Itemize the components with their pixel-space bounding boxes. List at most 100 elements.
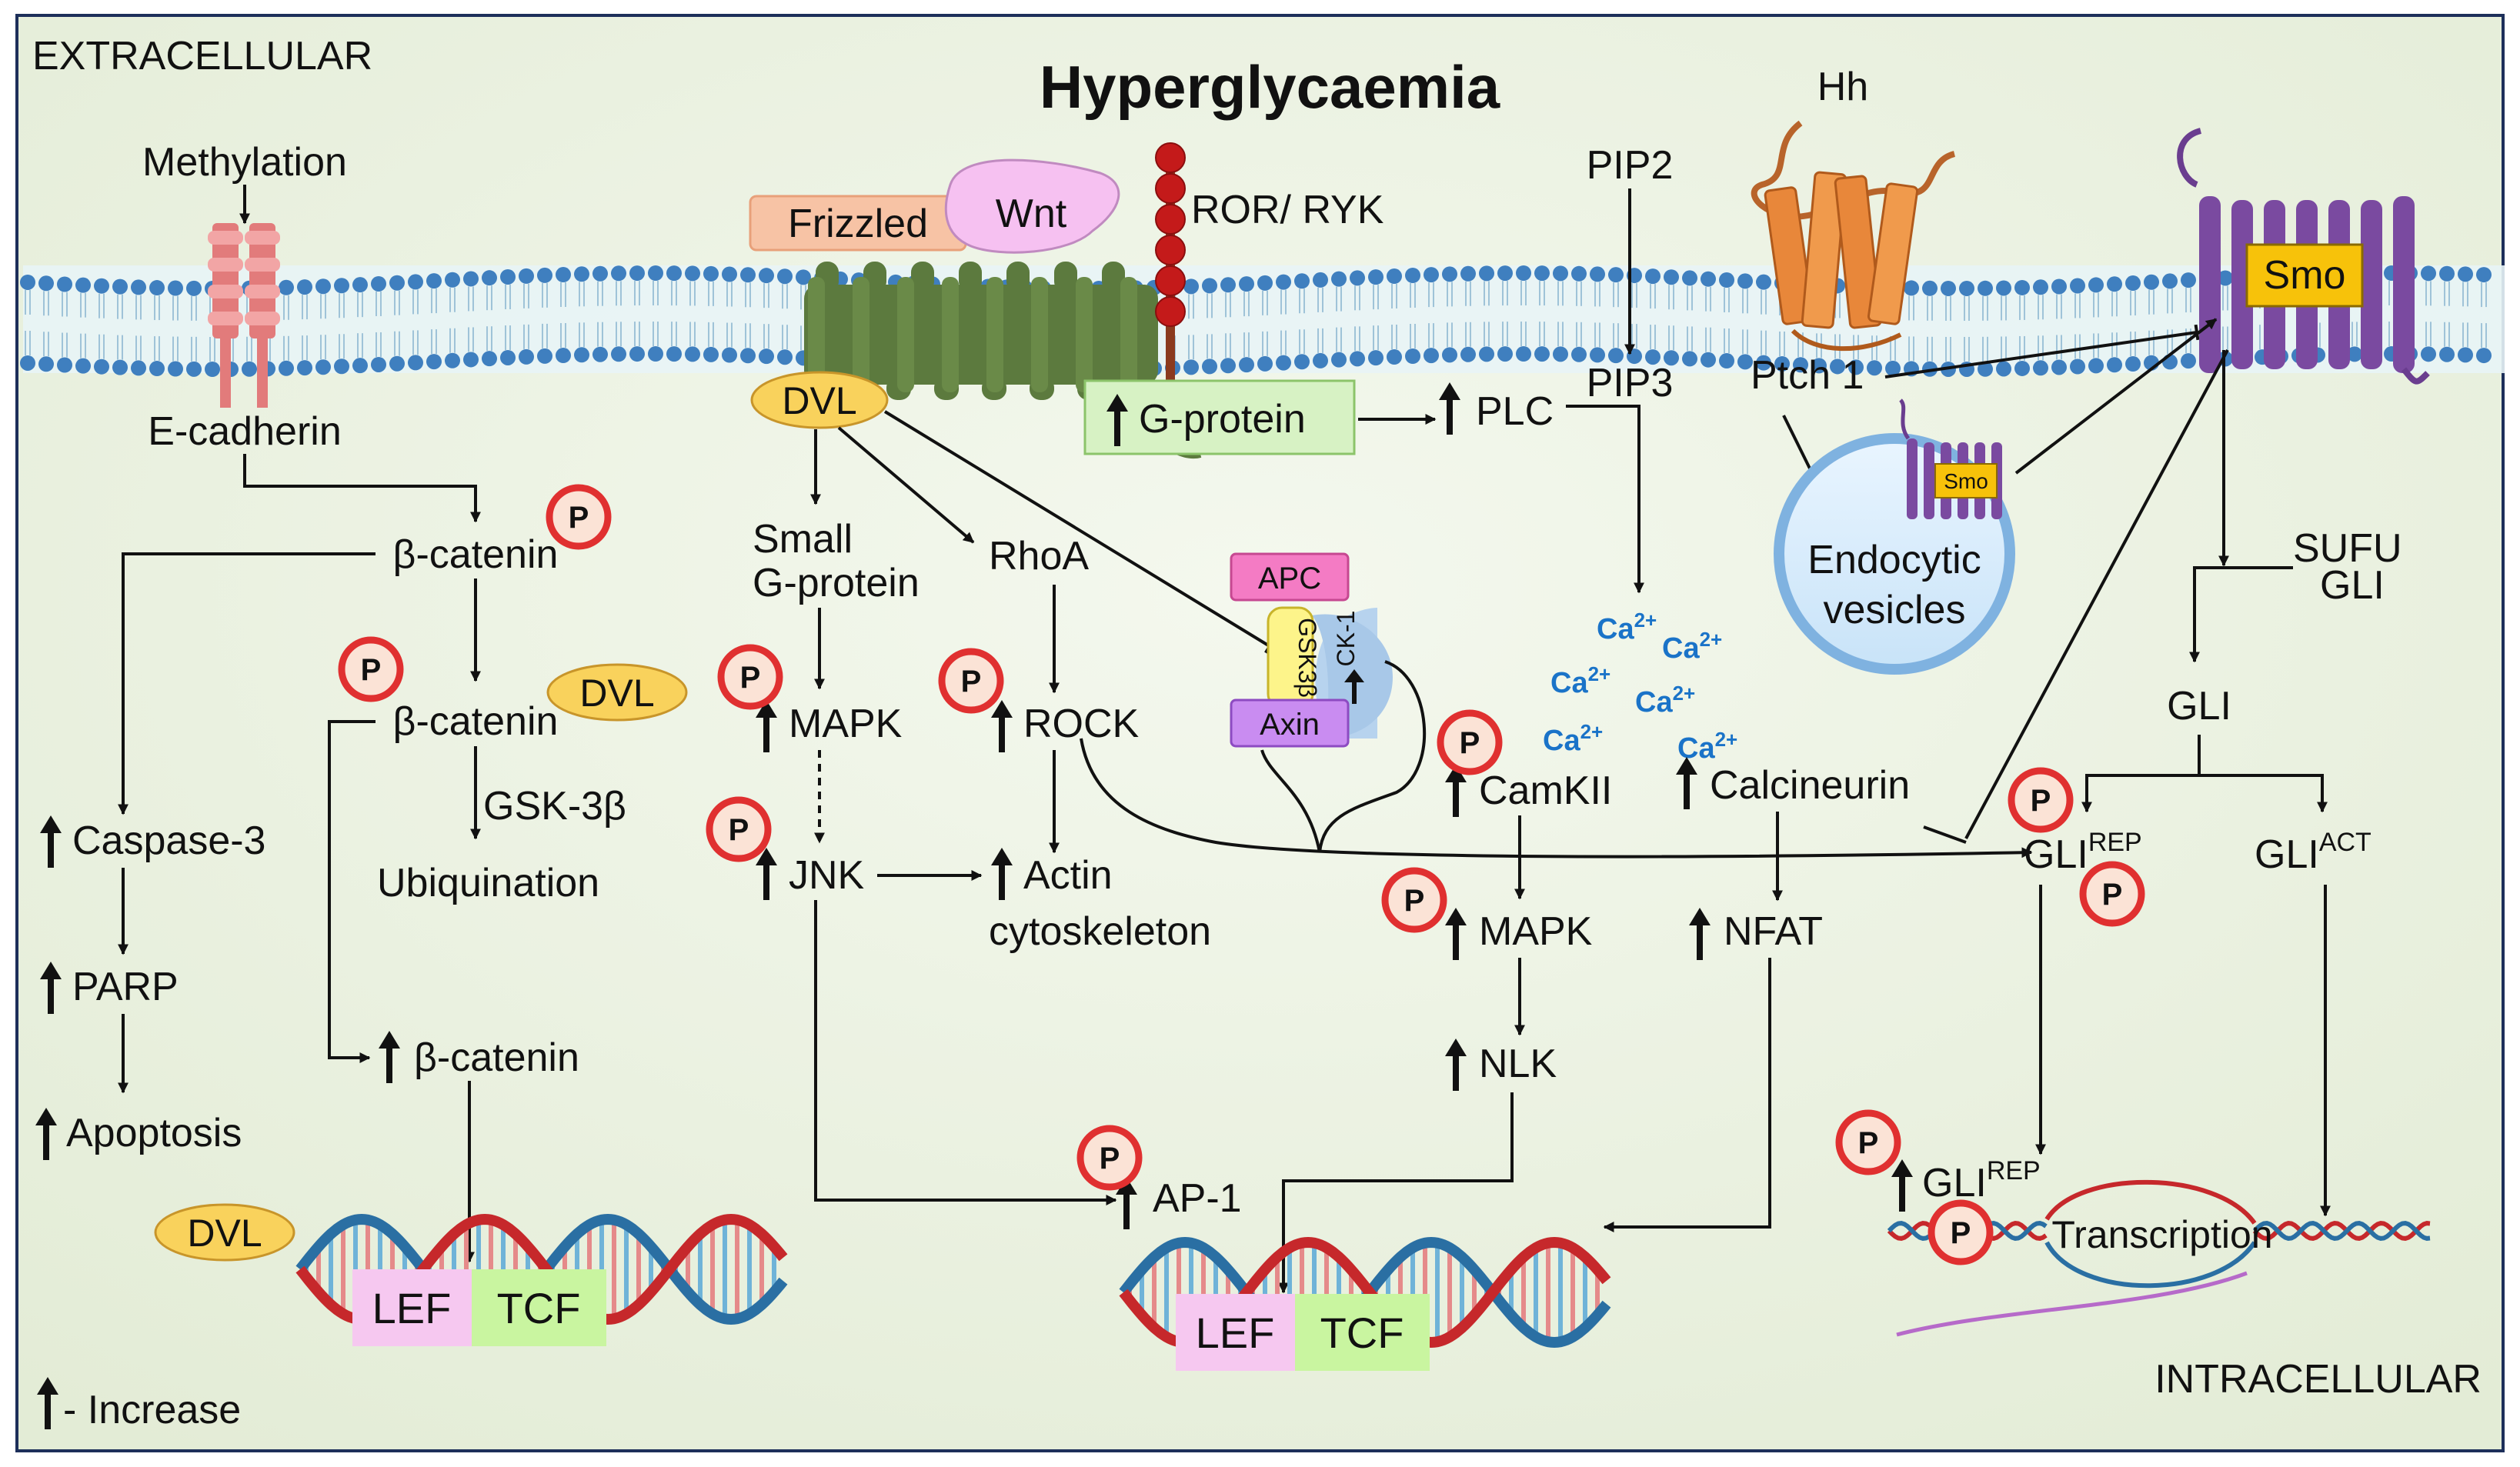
lipid-head	[186, 361, 202, 377]
camkii-label: CamKII	[1479, 769, 1612, 813]
lipid-head	[279, 360, 294, 376]
lipid-head	[1571, 346, 1587, 362]
dvl-membrane-label: DVL	[782, 379, 856, 422]
lipid-head	[648, 346, 663, 362]
lipid-head	[2439, 265, 2455, 282]
nfat-increase-icon	[1689, 908, 1711, 960]
lipid-head	[131, 360, 146, 376]
lipid-head	[1257, 355, 1273, 372]
phospho-label: P	[569, 501, 589, 535]
g-protein-increase-icon	[1106, 394, 1128, 446]
gli-rep-label-2: GLIREP	[1922, 1156, 2041, 1205]
e-cadherin-label: E-cadherin	[148, 409, 341, 454]
lipid-head	[1590, 266, 1605, 282]
lipid-head	[500, 349, 516, 365]
lipid-head	[1387, 349, 1402, 365]
lipid-head	[777, 268, 793, 285]
phospho-marker	[706, 796, 772, 862]
frizzled-loop	[911, 262, 934, 292]
lipid-head	[1183, 359, 1199, 375]
hh-ligand	[1751, 120, 1956, 220]
dvl-membrane	[750, 371, 889, 429]
lipid-head	[685, 346, 700, 362]
lipid-head	[574, 266, 589, 282]
lipid-head	[1479, 346, 1494, 362]
lipid-head	[75, 358, 91, 374]
lipid-head	[297, 279, 312, 295]
lipid-head	[2051, 278, 2067, 295]
ck1-arrow-icon	[1344, 669, 1364, 704]
cell-membrane	[20, 265, 2505, 377]
mapk-label-1: MAPK	[789, 702, 903, 746]
lipid-head	[1867, 360, 1882, 376]
lipid-head	[131, 279, 146, 295]
phospho-marker	[717, 644, 783, 710]
lipid-head	[1202, 358, 1217, 375]
lipid-head	[1571, 265, 1587, 282]
lipid-head	[20, 274, 35, 290]
tcf-box-1	[472, 1269, 606, 1346]
lipid-head	[1978, 361, 1993, 377]
tcf-label-2: TCF	[1320, 1309, 1404, 1357]
lipid-head	[1645, 268, 1661, 285]
lipid-head	[2181, 272, 2196, 288]
nlk-increase-icon	[1445, 1039, 1467, 1091]
phospho-marker	[938, 648, 1004, 714]
phospho-marker	[1381, 867, 1447, 933]
lipid-head	[389, 355, 405, 372]
apoptosis-increase-icon	[35, 1108, 57, 1160]
vesicle-smo-label: Smo	[1944, 469, 1988, 493]
nfat-label: NFAT	[1724, 909, 1823, 954]
lipid-head	[371, 356, 386, 372]
beta-catenin-increase-icon	[379, 1031, 400, 1083]
lipid-head	[1719, 353, 1734, 369]
lipid-head	[2125, 356, 2141, 372]
frizzled-loop	[959, 262, 982, 292]
sufu-label: SUFU	[2293, 526, 2402, 571]
lipid-head	[149, 280, 165, 296]
lipid-head	[315, 359, 331, 375]
lipid-head	[57, 276, 72, 292]
lipid-head	[2458, 347, 2473, 363]
lipid-head	[759, 348, 774, 365]
lipid-head	[796, 269, 811, 285]
lipid-head	[2033, 360, 2048, 376]
lipid-head	[2144, 274, 2159, 290]
e-cadherin-receptor	[208, 223, 280, 408]
frizzled-helix	[1120, 277, 1137, 392]
lipid-head	[722, 266, 737, 282]
lipid-head	[297, 360, 312, 376]
lipid-head	[1368, 269, 1383, 285]
g-protein-label: G-protein	[1139, 397, 1306, 442]
phospho-marker	[546, 484, 612, 550]
lipid-head	[740, 267, 756, 283]
lipid-head	[1202, 278, 1217, 294]
lipid-head	[1996, 361, 2011, 377]
frizzled-helix	[942, 277, 959, 392]
frizzled-receptor	[804, 262, 1202, 459]
methylation-label: Methylation	[142, 140, 347, 185]
lipid-head	[2107, 276, 2122, 292]
lipid-head	[205, 361, 220, 377]
lipid-head	[371, 275, 386, 292]
lipid-head	[629, 346, 645, 362]
lipid-head	[1756, 274, 1771, 290]
lipid-head	[777, 349, 793, 365]
calcium-ions: Ca2+ Ca2+ Ca2+ Ca2+ Ca2+ Ca2+	[1543, 608, 1737, 765]
phospho-marker	[1437, 709, 1503, 775]
lipid-head	[2421, 346, 2436, 362]
mapk2-increase-icon	[1445, 908, 1467, 960]
frizzled-helix	[986, 277, 1003, 392]
lipid-head	[1553, 265, 1568, 282]
ptch1-label: Ptch 1	[1751, 353, 1864, 398]
lipid-head	[1756, 355, 1771, 371]
ror-ryk-receptor	[1155, 142, 1186, 392]
svg-text:Ca2+: Ca2+	[1597, 608, 1657, 645]
axin-label: Axin	[1260, 708, 1320, 742]
lipid-head	[2458, 266, 2473, 282]
lipid-head	[1239, 276, 1254, 292]
lipid-head	[759, 268, 774, 284]
lipid-head	[1387, 268, 1402, 285]
